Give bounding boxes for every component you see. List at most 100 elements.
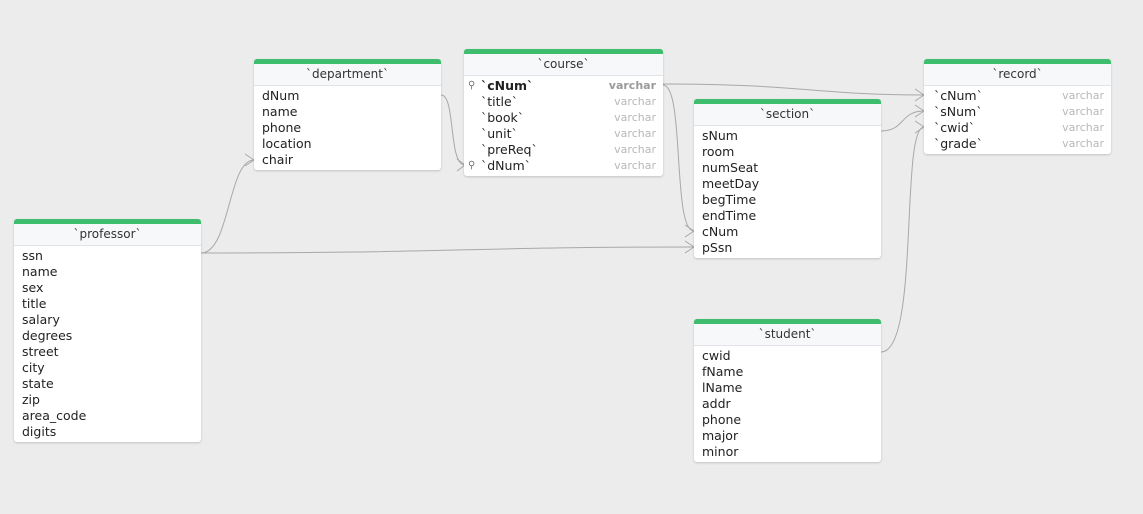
column-row[interactable]: addr	[694, 396, 881, 412]
column-type: varchar	[614, 95, 656, 108]
column-name: city	[22, 360, 45, 375]
column-row[interactable]: chair	[254, 152, 441, 168]
column-row[interactable]: phone	[254, 120, 441, 136]
column-row[interactable]: ⚲ `cNum` varchar	[464, 78, 663, 94]
column-name: digits	[22, 424, 57, 439]
column-type: varchar	[614, 127, 656, 140]
column-name: `book`	[481, 110, 524, 125]
column-row[interactable]: room	[694, 144, 881, 160]
table-title[interactable]: `department`	[254, 64, 441, 86]
column-name: begTime	[702, 192, 757, 207]
column-row[interactable]: `cwid` varchar	[924, 120, 1111, 136]
column-row[interactable]: degrees	[14, 328, 201, 344]
column-name: dNum	[262, 88, 300, 103]
column-row[interactable]: digits	[14, 424, 201, 440]
relation-department-course	[440, 94, 466, 166]
column-row[interactable]: city	[14, 360, 201, 376]
column-row[interactable]: pSsn	[694, 240, 881, 256]
column-row[interactable]: major	[694, 428, 881, 444]
column-row[interactable]: street	[14, 344, 201, 360]
column-row[interactable]: endTime	[694, 208, 881, 224]
column-row[interactable]: `title` varchar	[464, 94, 663, 110]
column-row[interactable]: zip	[14, 392, 201, 408]
column-name: `sNum`	[934, 104, 983, 119]
column-row[interactable]: meetDay	[694, 176, 881, 192]
column-row[interactable]: `unit` varchar	[464, 126, 663, 142]
column-name: name	[22, 264, 58, 279]
column-row[interactable]: name	[14, 264, 201, 280]
column-row[interactable]: numSeat	[694, 160, 881, 176]
column-name: numSeat	[702, 160, 759, 175]
column-row[interactable]: area_code	[14, 408, 201, 424]
column-row[interactable]: minor	[694, 444, 881, 460]
column-list: ssn name sex title salary degrees street…	[14, 246, 201, 442]
column-row[interactable]: state	[14, 376, 201, 392]
key-icon: ⚲	[468, 80, 476, 91]
column-row[interactable]: sNum	[694, 128, 881, 144]
column-list: cwid fName lName addr phone major minor	[694, 346, 881, 462]
column-name: fName	[702, 364, 744, 379]
table-title[interactable]: `professor`	[14, 224, 201, 246]
column-name: `dNum`	[481, 158, 531, 173]
column-row[interactable]: `preReq` varchar	[464, 142, 663, 158]
table-professor[interactable]: `professor` ssn name sex title salary de…	[14, 219, 201, 442]
column-list: ⚲ `cNum` varchar `title` varchar `book` …	[464, 76, 663, 176]
table-record[interactable]: `record` `cNum` varchar `sNum` varchar `…	[924, 59, 1111, 154]
table-title[interactable]: `record`	[924, 64, 1111, 86]
column-row[interactable]: ssn	[14, 248, 201, 264]
column-list: sNum room numSeat meetDay begTime endTim…	[694, 126, 881, 258]
column-name: salary	[22, 312, 60, 327]
relation-professor-department	[200, 159, 255, 254]
column-row[interactable]: phone	[694, 412, 881, 428]
table-title[interactable]: `section`	[694, 104, 881, 126]
column-name: zip	[22, 392, 40, 407]
column-row[interactable]: ⚲ `dNum` varchar	[464, 158, 663, 174]
crow-foot-record-cnum	[914, 88, 925, 102]
column-row[interactable]: `cNum` varchar	[924, 88, 1111, 104]
column-name: ssn	[22, 248, 43, 263]
column-row[interactable]: salary	[14, 312, 201, 328]
column-name: endTime	[702, 208, 757, 223]
column-row[interactable]: lName	[694, 380, 881, 396]
column-row[interactable]: name	[254, 104, 441, 120]
table-section[interactable]: `section` sNum room numSeat meetDay begT…	[694, 99, 881, 258]
column-name: chair	[262, 152, 294, 167]
column-name: `preReq`	[481, 142, 538, 157]
table-title[interactable]: `course`	[464, 54, 663, 76]
column-type: varchar	[1062, 105, 1104, 118]
column-row[interactable]: begTime	[694, 192, 881, 208]
table-course[interactable]: `course` ⚲ `cNum` varchar `title` varcha…	[464, 49, 663, 176]
column-name: pSsn	[702, 240, 733, 255]
column-name: `title`	[481, 94, 518, 109]
table-title[interactable]: `student`	[694, 324, 881, 346]
column-type: varchar	[614, 159, 656, 172]
column-row[interactable]: `sNum` varchar	[924, 104, 1111, 120]
column-name: `cNum`	[481, 78, 534, 93]
column-row[interactable]: cNum	[694, 224, 881, 240]
column-name: sNum	[702, 128, 738, 143]
column-type: varchar	[614, 111, 656, 124]
column-name: degrees	[22, 328, 73, 343]
column-name: addr	[702, 396, 731, 411]
column-row[interactable]: `grade` varchar	[924, 136, 1111, 152]
column-name: cNum	[702, 224, 739, 239]
column-row[interactable]: title	[14, 296, 201, 312]
table-student[interactable]: `student` cwid fName lName addr phone ma…	[694, 319, 881, 462]
column-row[interactable]: sex	[14, 280, 201, 296]
column-name: `unit`	[481, 126, 518, 141]
column-row[interactable]: dNum	[254, 88, 441, 104]
column-name: cwid	[702, 348, 731, 363]
column-type: varchar	[1062, 137, 1104, 150]
crow-foot-section-cnum	[684, 224, 695, 238]
table-department[interactable]: `department` dNum name phone location ch…	[254, 59, 441, 170]
column-row[interactable]: location	[254, 136, 441, 152]
column-name: major	[702, 428, 739, 443]
column-list: `cNum` varchar `sNum` varchar `cwid` var…	[924, 86, 1111, 154]
relation-course-section	[662, 84, 695, 232]
column-name: phone	[262, 120, 302, 135]
foreign-key-icon: ⚲	[468, 160, 476, 171]
column-row[interactable]: `book` varchar	[464, 110, 663, 126]
column-row[interactable]: cwid	[694, 348, 881, 364]
column-row[interactable]: fName	[694, 364, 881, 380]
